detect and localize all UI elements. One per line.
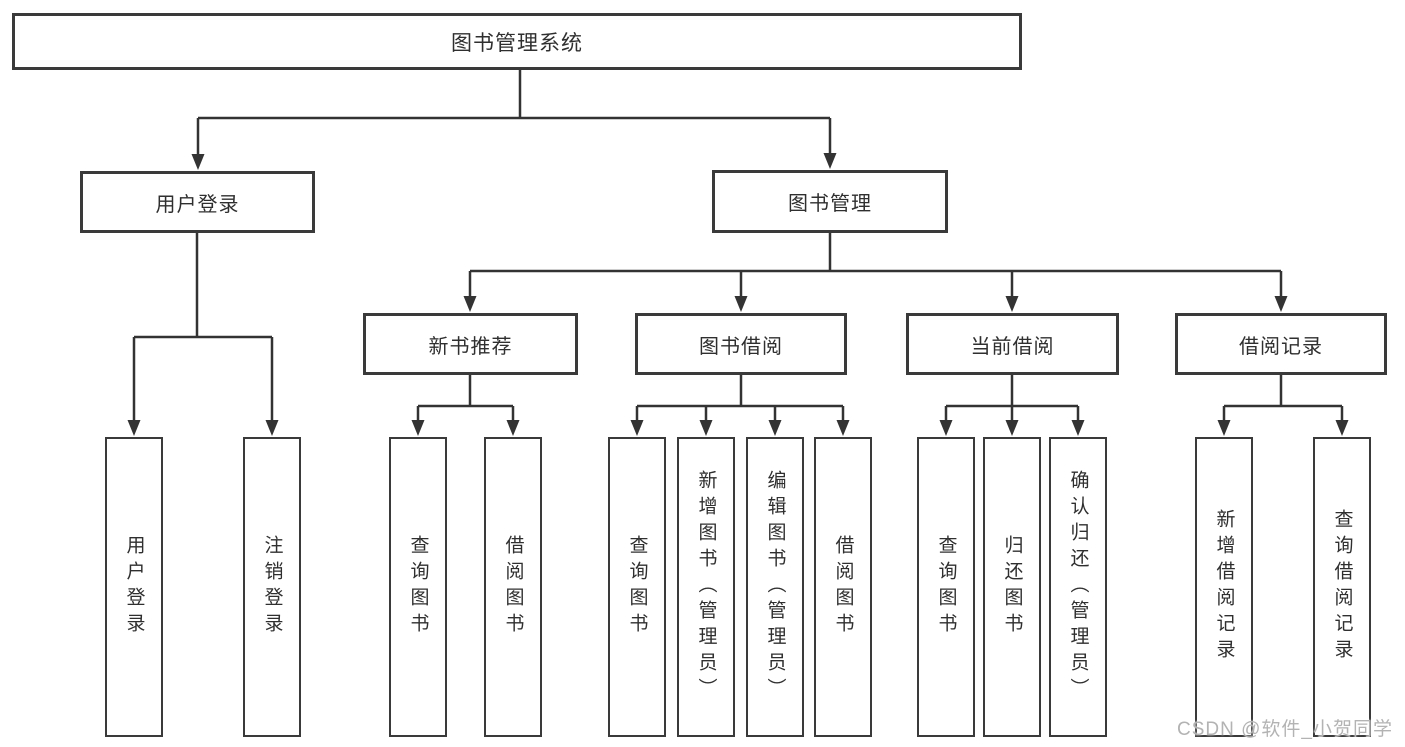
leaf-label: 查询图书 [407, 535, 429, 639]
leaf-label: 借阅图书 [502, 535, 524, 639]
node-new-book-recommendation: 新书推荐 [363, 313, 578, 375]
leaf-label: 归还图书 [1001, 535, 1023, 639]
node-borrow-books-recommend: 借阅图书 [484, 437, 542, 737]
node-add-books-admin: 新增图书（管理员） [677, 437, 735, 737]
node-query-books-current: 查询图书 [917, 437, 975, 737]
node-edit-books-admin: 编辑图书（管理员） [746, 437, 804, 737]
node-borrowing-records: 借阅记录 [1175, 313, 1387, 375]
node-query-books-recommend: 查询图书 [389, 437, 447, 737]
leaf-label: 注销登录 [261, 535, 283, 639]
node-user-login-branch: 用户登录 [80, 171, 315, 233]
csdn-watermark: CSDN @软件_小贺同学 [1177, 719, 1393, 740]
leaf-label: 新增图书（管理员） [695, 470, 717, 704]
leaf-label: 查询图书 [935, 535, 957, 639]
leaf-label: 新增借阅记录 [1213, 509, 1235, 665]
leaf-label: 用户登录 [123, 535, 145, 639]
leaf-label: 借阅图书 [832, 535, 854, 639]
node-query-borrow-record: 查询借阅记录 [1313, 437, 1371, 737]
node-user-login-leaf: 用户登录 [105, 437, 163, 737]
node-root-system: 图书管理系统 [12, 13, 1022, 70]
node-add-borrow-record: 新增借阅记录 [1195, 437, 1253, 737]
leaf-label: 编辑图书（管理员） [764, 470, 786, 704]
node-query-books-borrow: 查询图书 [608, 437, 666, 737]
leaf-label: 查询图书 [626, 535, 648, 639]
node-current-borrowing: 当前借阅 [906, 313, 1119, 375]
node-confirm-return-admin: 确认归还（管理员） [1049, 437, 1107, 737]
node-borrow-books-leaf: 借阅图书 [814, 437, 872, 737]
node-return-books: 归还图书 [983, 437, 1041, 737]
node-logout-leaf: 注销登录 [243, 437, 301, 737]
node-book-borrowing: 图书借阅 [635, 313, 847, 375]
leaf-label: 查询借阅记录 [1331, 509, 1353, 665]
leaf-label: 确认归还（管理员） [1067, 470, 1089, 704]
node-book-management-branch: 图书管理 [712, 170, 948, 233]
